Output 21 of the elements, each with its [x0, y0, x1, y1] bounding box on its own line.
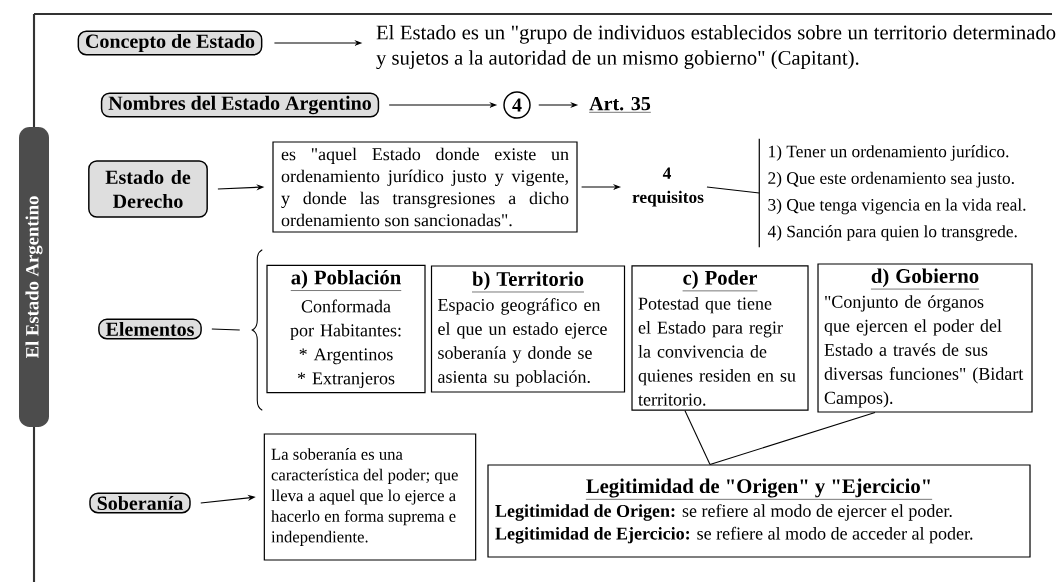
- element-box: d) Gobierno "Conjunto de órganos que ejercen el poder del Estado a través de sus diversas funciones" (Bidart Campos).: [817, 263, 1033, 413]
- connector-line: [684, 410, 711, 465]
- element-box: c) Poder Potestad que tiene el Estado para regir la convivencia de quienes residen en su territorio.: [631, 265, 809, 411]
- article-text: Art. 35: [588, 96, 652, 113]
- brace: [251, 249, 263, 411]
- connector-line: [709, 412, 876, 465]
- element-box: b) Territorio Espacio geográfico en el que un estado ejerce soberanía y donde se asienta su población.: [430, 265, 626, 393]
- label-pill: Concepto de Estado: [77, 30, 263, 56]
- definition-text: El Estado es un "grupo de individuos establecidos sobre un territorio determinado y sujetos a la autoridad de un mismo gobierno" (Capitant).: [376, 24, 1056, 70]
- label-pill: Estado de Derecho: [88, 160, 208, 218]
- label-pill: Elementos: [98, 318, 202, 340]
- title-band: El Estado Argentino: [19, 127, 49, 427]
- requirements-list: 1) Tener un ordenamiento jurídico. 2) Que este ordenamiento sea justo. 3) Que tenga vigencia en la vida real. 4) Sanción para quien lo transgrede.: [758, 138, 1026, 248]
- label-pill: Nombres del Estado Argentino: [100, 92, 380, 118]
- definition-box: es "aquel Estado donde existe un ordenamiento jurídico justo y vigente, y donde las transgresiones a dicho ordenamiento son sancionadas".: [272, 141, 578, 233]
- connector-line: [211, 328, 241, 331]
- legitimacy-box: Legitimidad de "Origen" y "Ejercicio" Legitimidad de Origen: se refiere al modo de ejercer el poder. Legitimidad de Ejercicio: se refiere al modo de acceder al poder.: [487, 464, 1031, 558]
- element-box: a) Población Conformada por Habitantes: * Argentinos * Extranjeros: [266, 264, 426, 394]
- definition-box: La soberanía es una característica del poder; que lleva a aquel que lo ejerce a hacerlo en forma suprema e independiente.: [263, 433, 477, 561]
- label-pill: Soberanía: [89, 492, 191, 514]
- requirements-text: 4 requisitos: [632, 167, 704, 207]
